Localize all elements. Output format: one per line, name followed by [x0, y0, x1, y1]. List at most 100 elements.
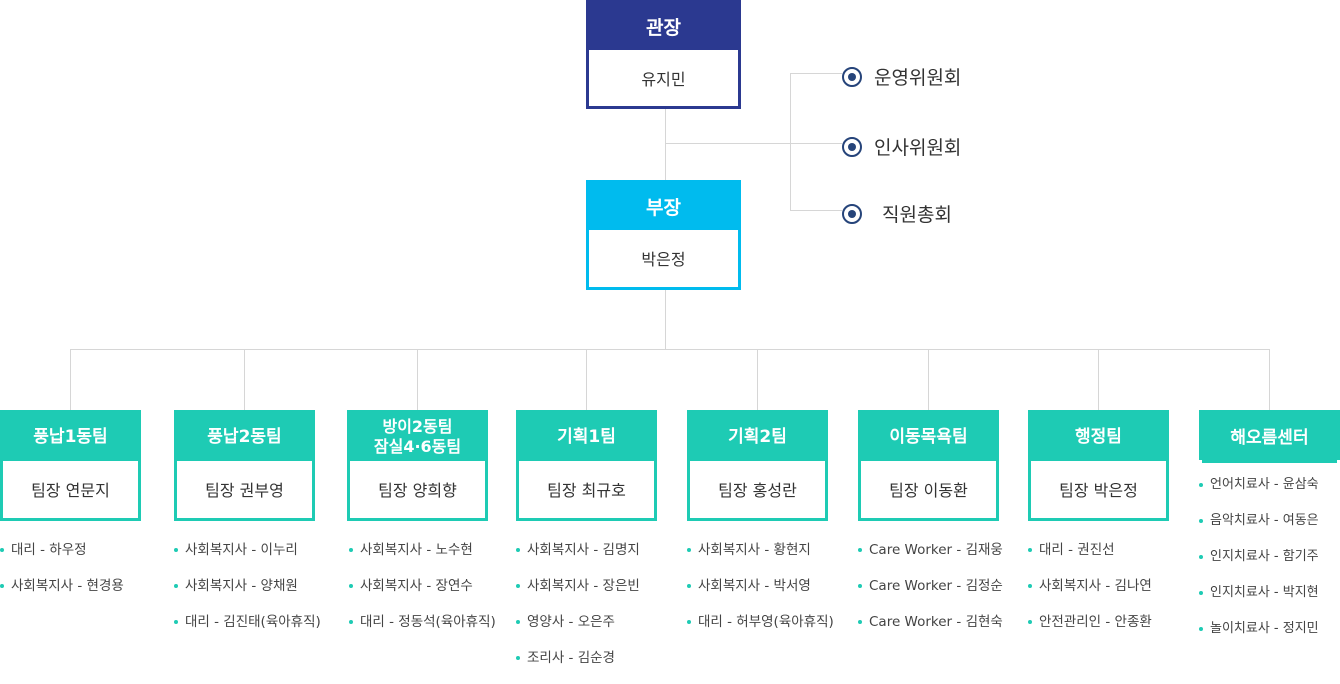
team-box: 이동목욕팀 팀장 이동환	[858, 410, 999, 521]
list-item: 사회복지사 - 현경용	[0, 576, 124, 612]
committee-staff-assembly: 직원총회	[842, 200, 952, 227]
bullet-icon	[858, 620, 862, 624]
team-member-list: 사회복지사 - 황현지 사회복지사 - 박서영 대리 - 허부영(육아휴직)	[687, 540, 834, 648]
team-member-list: 사회복지사 - 김명지 사회복지사 - 장은빈 영양사 - 오은주 조리사 - …	[516, 540, 640, 684]
list-item: 인지치료사 - 함기주	[1199, 547, 1319, 583]
connector-team-3	[417, 349, 418, 410]
committee-personnel: 인사위원회	[842, 133, 961, 160]
list-item: 음악치료사 - 여동은	[1199, 511, 1319, 547]
team-member-list: 사회복지사 - 노수현 사회복지사 - 장연수 대리 - 정동석(육아휴직)	[349, 540, 496, 648]
list-item: 사회복지사 - 박서영	[687, 576, 834, 612]
team-name: 기획2팀	[690, 413, 825, 461]
member-text: 사회복지사 - 이누리	[185, 542, 298, 558]
member-text: 사회복지사 - 양채원	[185, 578, 298, 594]
bullet-icon	[687, 584, 691, 588]
member-text: 사회복지사 - 박서영	[698, 578, 811, 594]
bullet-icon	[687, 548, 691, 552]
member-text: 사회복지사 - 장연수	[360, 578, 473, 594]
team-name: 풍납2동팀	[177, 413, 312, 461]
member-text: 사회복지사 - 김명지	[527, 542, 640, 558]
bullet-icon	[1199, 519, 1203, 523]
team-member-list: 언어치료사 - 윤삼숙 음악치료사 - 여동은 인지치료사 - 함기주 인지치료…	[1199, 475, 1319, 655]
list-item: 영양사 - 오은주	[516, 612, 640, 648]
bullet-icon	[516, 584, 520, 588]
member-text: 조리사 - 김순경	[527, 650, 615, 666]
bullet-icon	[349, 584, 353, 588]
connector-team-5	[757, 349, 758, 410]
member-text: 음악치료사 - 여동은	[1210, 513, 1319, 528]
list-item: 인지치료사 - 박지현	[1199, 583, 1319, 619]
team-member-list: 대리 - 권진선 사회복지사 - 김나연 안전관리인 - 안종환	[1028, 540, 1152, 648]
bullet-icon	[1028, 584, 1032, 588]
bullet-icon	[1199, 591, 1203, 595]
team-box: 해오름센터	[1199, 410, 1340, 463]
connector-director-deputy	[665, 109, 666, 181]
member-text: 놀이치료사 - 정지민	[1210, 621, 1319, 636]
member-text: 언어치료사 - 윤삼숙	[1210, 477, 1319, 492]
committee-operations: 운영위원회	[842, 63, 961, 90]
list-item: 대리 - 정동석(육아휴직)	[349, 612, 496, 648]
list-item: 대리 - 하우정	[0, 540, 124, 576]
list-item: 사회복지사 - 이누리	[174, 540, 321, 576]
member-text: 대리 - 허부영(육아휴직)	[698, 614, 834, 630]
connector-team-1	[70, 349, 71, 410]
team-box: 기획1팀 팀장 최규호	[516, 410, 657, 521]
connector-committee-1	[790, 73, 842, 74]
director-name: 유지민	[589, 50, 738, 106]
bullet-icon	[1028, 620, 1032, 624]
bullet-icon	[0, 584, 4, 588]
list-item: 사회복지사 - 김명지	[516, 540, 640, 576]
bullet-icon	[687, 620, 691, 624]
team-member-list: Care Worker - 김재웅 Care Worker - 김정순 Care…	[858, 540, 1003, 648]
connector-deputy-teams	[665, 290, 666, 349]
bullet-icon	[858, 584, 862, 588]
member-text: 사회복지사 - 현경용	[11, 578, 124, 594]
connector-committee-vertical	[790, 73, 791, 210]
radio-bullet-icon	[842, 203, 862, 224]
connector-team-6	[928, 349, 929, 410]
radio-bullet-icon	[842, 66, 862, 87]
team-box: 행정팀 팀장 박은정	[1028, 410, 1169, 521]
member-text: 안전관리인 - 안종환	[1039, 614, 1152, 630]
bullet-icon	[516, 548, 520, 552]
bullet-icon	[349, 620, 353, 624]
bullet-icon	[516, 656, 520, 660]
list-item: Care Worker - 김재웅	[858, 540, 1003, 576]
bullet-icon	[1199, 483, 1203, 487]
connector-team-8	[1269, 349, 1270, 410]
deputy-box: 부장 박은정	[586, 180, 741, 290]
member-text: Care Worker - 김현숙	[869, 614, 1003, 630]
bullet-icon	[174, 584, 178, 588]
bullet-icon	[0, 548, 4, 552]
connector-team-7	[1098, 349, 1099, 410]
list-item: 사회복지사 - 양채원	[174, 576, 321, 612]
team-leader: 팀장 박은정	[1031, 461, 1166, 516]
team-name: 기획1팀	[519, 413, 654, 461]
member-text: 인지치료사 - 함기주	[1210, 549, 1319, 564]
team-box: 풍납1동팀 팀장 연문지	[0, 410, 141, 521]
list-item: 사회복지사 - 김나연	[1028, 576, 1152, 612]
list-item: 사회복지사 - 황현지	[687, 540, 834, 576]
member-text: 사회복지사 - 장은빈	[527, 578, 640, 594]
team-name: 방이2동팀 잠실4·6동팀	[350, 413, 485, 461]
member-text: 대리 - 하우정	[11, 542, 87, 558]
list-item: 언어치료사 - 윤삼숙	[1199, 475, 1319, 511]
connector-team-4	[586, 349, 587, 410]
list-item: Care Worker - 김정순	[858, 576, 1003, 612]
team-leader: 팀장 이동환	[861, 461, 996, 516]
member-text: 대리 - 정동석(육아휴직)	[360, 614, 496, 630]
connector-team-2	[244, 349, 245, 410]
team-member-list: 사회복지사 - 이누리 사회복지사 - 양채원 대리 - 김진태(육아휴직)	[174, 540, 321, 648]
team-leader: 팀장 양희향	[350, 461, 485, 516]
bullet-icon	[174, 548, 178, 552]
radio-bullet-icon	[842, 136, 862, 157]
team-leader: 팀장 홍성란	[690, 461, 825, 516]
bullet-icon	[1028, 548, 1032, 552]
director-box: 관장 유지민	[586, 0, 741, 109]
committee-label: 인사위원회	[874, 137, 962, 159]
member-text: Care Worker - 김재웅	[869, 542, 1003, 558]
team-box: 방이2동팀 잠실4·6동팀 팀장 양희향	[347, 410, 488, 521]
list-item: 대리 - 권진선	[1028, 540, 1152, 576]
list-item: 대리 - 김진태(육아휴직)	[174, 612, 321, 648]
bullet-icon	[1199, 555, 1203, 559]
